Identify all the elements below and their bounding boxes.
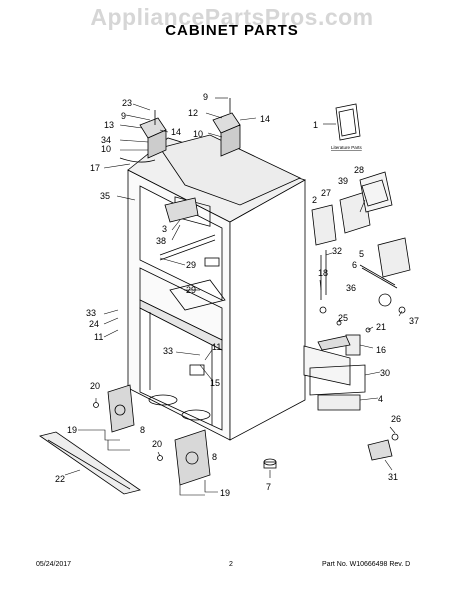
callout-11: 11 bbox=[94, 332, 103, 342]
callout-27: 27 bbox=[321, 188, 331, 198]
callout-33b: 33 bbox=[163, 346, 173, 356]
callout-10: 10 bbox=[101, 144, 111, 154]
callout-37: 37 bbox=[409, 316, 419, 326]
callout-14b: 14 bbox=[260, 114, 270, 124]
crisper-drawer-front bbox=[303, 335, 366, 411]
callout-20: 20 bbox=[90, 381, 100, 391]
callout-5: 5 bbox=[359, 249, 364, 259]
water-valve bbox=[367, 433, 399, 461]
callout-12: 12 bbox=[188, 108, 198, 118]
callout-39: 39 bbox=[338, 176, 348, 186]
left-top-hinge bbox=[119, 110, 167, 163]
callout-16: 16 bbox=[376, 345, 386, 355]
callout-3: 3 bbox=[162, 224, 167, 234]
callout-21: 21 bbox=[376, 322, 386, 332]
callout-1: 1 bbox=[313, 120, 318, 130]
callout-4: 4 bbox=[378, 394, 383, 404]
toe-grille bbox=[39, 431, 141, 495]
footer-part-number: Part No. W10666498 Rev. D bbox=[322, 561, 411, 568]
callout-32: 32 bbox=[332, 246, 342, 256]
callout-36: 36 bbox=[346, 283, 356, 293]
callout-30: 30 bbox=[380, 368, 390, 378]
callout-7: 7 bbox=[266, 482, 271, 492]
callout-18: 18 bbox=[318, 268, 328, 278]
callout-38: 38 bbox=[156, 236, 166, 246]
callout-22: 22 bbox=[55, 474, 65, 484]
callout-13: 13 bbox=[104, 120, 114, 130]
callout-35: 35 bbox=[100, 191, 110, 201]
callout-8: 8 bbox=[140, 425, 145, 435]
callout-29b: 29 bbox=[186, 285, 196, 295]
callout-10b: 10 bbox=[193, 129, 203, 139]
literature-parts-box bbox=[335, 103, 361, 141]
callout-20b: 20 bbox=[152, 439, 162, 449]
footer-page-number: 2 bbox=[229, 561, 233, 568]
right-top-hinge bbox=[212, 98, 241, 157]
callout-26: 26 bbox=[391, 414, 401, 424]
page-title: CABINET PARTS bbox=[165, 22, 299, 39]
callout-11b: 11 bbox=[212, 342, 221, 352]
callout-9: 9 bbox=[121, 111, 126, 121]
callout-28: 28 bbox=[354, 165, 364, 175]
callout-8b: 8 bbox=[212, 452, 217, 462]
control-panels bbox=[311, 171, 411, 356]
callout-6: 6 bbox=[352, 260, 357, 270]
callout-25: 25 bbox=[338, 313, 348, 323]
callout-17: 17 bbox=[90, 163, 100, 173]
callout-24: 24 bbox=[89, 319, 99, 329]
callout-2: 2 bbox=[312, 195, 317, 205]
footer-date: 05/24/2017 bbox=[36, 561, 72, 568]
callout-29: 29 bbox=[186, 260, 196, 270]
watermark: AppliancePartsPros.com bbox=[90, 4, 374, 30]
callout-19b: 19 bbox=[220, 488, 230, 498]
callout-9b: 9 bbox=[203, 92, 208, 102]
callout-31: 31 bbox=[388, 472, 398, 482]
literature-parts-label: Literature Parts bbox=[331, 145, 363, 150]
lower-right-hinge bbox=[157, 429, 211, 486]
callout-33: 33 bbox=[86, 308, 96, 318]
cabinet-body bbox=[127, 134, 307, 441]
callout-34: 34 bbox=[101, 135, 111, 145]
callout-23: 23 bbox=[122, 98, 132, 108]
callout-15: 15 bbox=[210, 378, 220, 388]
lower-left-hinge bbox=[93, 384, 135, 433]
callout-19: 19 bbox=[67, 425, 77, 435]
callout-14: 14 bbox=[171, 127, 181, 137]
leveling-leg bbox=[263, 458, 277, 469]
